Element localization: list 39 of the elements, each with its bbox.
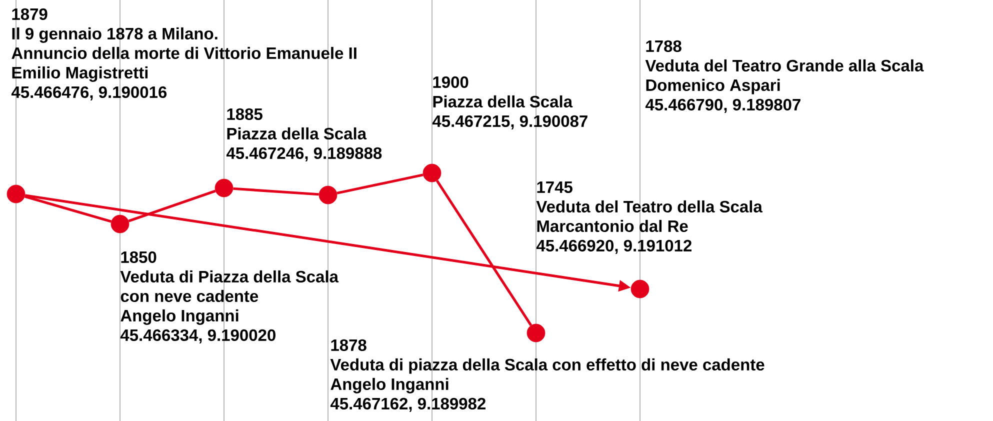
event-text: 45.467215, 9.190087: [432, 115, 588, 130]
connector-line: [233, 187, 319, 196]
timeline-dot: [318, 186, 338, 204]
event-text: 1878: [331, 339, 366, 351]
event-text: 45.466334, 9.190020: [120, 329, 276, 344]
event-text: 1745: [537, 182, 572, 193]
connector-line: [336, 174, 424, 194]
connector-line: [24, 195, 112, 223]
event-text: Il 9 gennaio 1878 a Milano.: [12, 27, 218, 43]
event-text: Emilio Magistretti: [12, 66, 148, 82]
connector-line: [436, 180, 532, 326]
timeline-dot: [110, 214, 130, 234]
event-text: Veduta di piazza della Scala con effetto di neve cadente: [330, 358, 764, 374]
event-text: 1850: [121, 251, 156, 263]
event-text: 45.466920, 9.191012: [536, 240, 692, 254]
event-text: Angelo Inganni: [120, 309, 238, 325]
event-text: Veduta del Teatro Grande alla Scala: [645, 59, 924, 72]
timeline-dot: [526, 324, 546, 342]
event-text: Veduta di Piazza della Scala: [120, 270, 339, 282]
event-text: 45.466476, 9.190016: [11, 86, 167, 100]
event-text: Angelo Inganni: [330, 378, 448, 394]
event-text: Marcantonio dal Re: [537, 220, 688, 232]
event-text: 1900: [433, 76, 468, 88]
event-text: con neve cadente: [120, 290, 258, 302]
event-text: Piazza della Scala: [227, 127, 367, 140]
timeline-dot: [422, 164, 442, 182]
timeline-dot: [6, 184, 26, 204]
connector-line: [128, 190, 216, 222]
timeline-dot: [214, 178, 234, 198]
event-text: 1879: [12, 8, 48, 20]
event-text: Piazza della Scala: [433, 95, 573, 108]
event-text: Veduta del Teatro della Scala: [536, 200, 762, 212]
event-text: 45.467162, 9.189982: [330, 398, 486, 412]
event-text: Domenico Aspari: [646, 78, 780, 94]
event-text: 1885: [227, 108, 262, 120]
event-text: Annuncio della morte di Vittorio Emanuele II: [12, 46, 356, 59]
event-text: 1788: [646, 40, 682, 52]
event-text: 45.467246, 9.189888: [226, 147, 382, 162]
event-text: 45.466790, 9.189807: [645, 98, 800, 113]
